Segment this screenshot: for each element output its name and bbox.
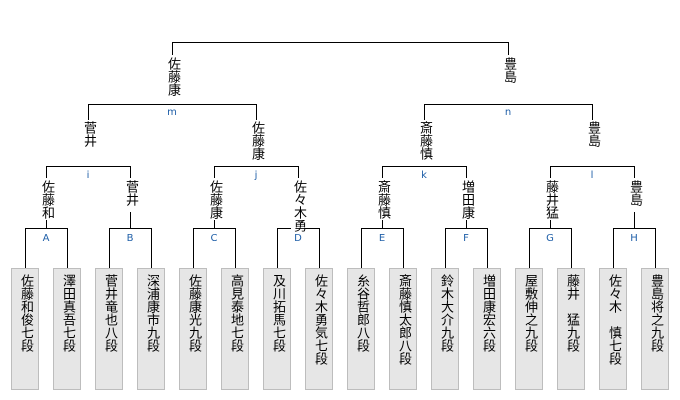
- winner-round1: 増田康: [459, 179, 474, 220]
- player-card: 屋敷伸之九段: [515, 268, 543, 390]
- player-card: 糸谷哲郎八段: [347, 268, 375, 390]
- player-card: 佐藤康光九段: [179, 268, 207, 390]
- player-card: 及川拓馬七段: [263, 268, 291, 390]
- player-card: 菅井竜也八段: [95, 268, 123, 390]
- match-label-a[interactable]: A: [42, 233, 50, 244]
- bracket-n: [424, 104, 593, 120]
- bracket-h: [613, 228, 656, 268]
- winner-round1: 豊島: [627, 179, 642, 207]
- bracket-k: [382, 166, 467, 178]
- player-name: 鈴木大介九段: [438, 274, 453, 352]
- winner-round2: 佐藤康: [249, 120, 264, 161]
- player-name: 及川拓馬七段: [270, 274, 285, 352]
- bracket-f: [445, 228, 488, 268]
- match-label-h[interactable]: H: [630, 233, 638, 244]
- bracket-c: [193, 228, 236, 268]
- player-card: 鈴木大介九段: [431, 268, 459, 390]
- winner-round1: 藤井猛: [543, 179, 558, 220]
- player-name: 豊島将之九段: [648, 274, 663, 352]
- winner-round2: 菅井: [81, 120, 96, 148]
- player-name: 澤田真吾七段: [60, 274, 75, 352]
- match-label-f[interactable]: F: [463, 233, 469, 244]
- player-card: 佐々木 慎七段: [599, 268, 627, 390]
- player-name: 糸谷哲郎八段: [354, 274, 369, 352]
- player-card: 増田康宏六段: [473, 268, 501, 390]
- match-label-e[interactable]: E: [378, 233, 386, 244]
- player-card: 高見泰地七段: [221, 268, 249, 390]
- player-name: 佐々木勇気七段: [312, 274, 327, 365]
- winner-round2: 豊島: [585, 120, 600, 148]
- player-name: 佐藤和俊七段: [18, 274, 33, 352]
- player-card: 豊島将之九段: [641, 268, 669, 390]
- player-name: 高見泰地七段: [228, 274, 243, 352]
- player-name: 増田康宏六段: [480, 274, 495, 352]
- match-label-i[interactable]: i: [86, 170, 90, 181]
- bracket-g: [529, 228, 572, 268]
- bracket-final: [172, 42, 509, 55]
- bracket-m: [88, 104, 257, 120]
- player-name: 佐藤康光九段: [186, 274, 201, 352]
- player-card: 斎藤慎太郎八段: [389, 268, 417, 390]
- winner-round1: 佐藤康: [207, 179, 222, 220]
- player-name: 屋敷伸之九段: [522, 274, 537, 352]
- player-card: 佐々木勇気七段: [305, 268, 333, 390]
- match-label-d[interactable]: D: [294, 233, 302, 244]
- match-label-n[interactable]: n: [504, 107, 512, 118]
- player-card: 澤田真吾七段: [53, 268, 81, 390]
- winner-round1: 佐々木勇: [291, 179, 306, 233]
- match-label-l[interactable]: l: [590, 170, 594, 181]
- bracket-j: [214, 166, 299, 178]
- bracket-l: [550, 166, 635, 178]
- player-card: 佐藤和俊七段: [11, 268, 39, 390]
- player-name: 菅井竜也八段: [102, 274, 117, 352]
- match-label-m[interactable]: m: [167, 107, 177, 118]
- winner-round1: 斎藤慎: [375, 179, 390, 220]
- bracket-e: [361, 228, 404, 268]
- finalist: 佐藤康: [165, 56, 180, 97]
- player-name: 深浦康市九段: [144, 274, 159, 352]
- winner-round2: 斎藤慎: [417, 120, 432, 161]
- match-label-k[interactable]: k: [421, 170, 427, 181]
- player-card: 深浦康市九段: [137, 268, 165, 390]
- finalist: 豊島: [501, 56, 516, 84]
- match-label-g[interactable]: G: [546, 233, 554, 244]
- bracket-i: [46, 166, 131, 178]
- match-label-c[interactable]: C: [210, 233, 218, 244]
- winner-round1: 菅井: [123, 179, 138, 207]
- winner-round1: 佐藤和: [39, 179, 54, 220]
- match-label-b[interactable]: B: [126, 233, 134, 244]
- player-name: 斎藤慎太郎八段: [396, 274, 411, 365]
- player-name: 佐々木 慎七段: [606, 274, 621, 365]
- bracket-a: [25, 228, 68, 268]
- bracket-b: [109, 228, 152, 268]
- player-name: 藤井 猛九段: [564, 274, 579, 352]
- player-card: 藤井 猛九段: [557, 268, 585, 390]
- match-label-j[interactable]: j: [254, 170, 258, 181]
